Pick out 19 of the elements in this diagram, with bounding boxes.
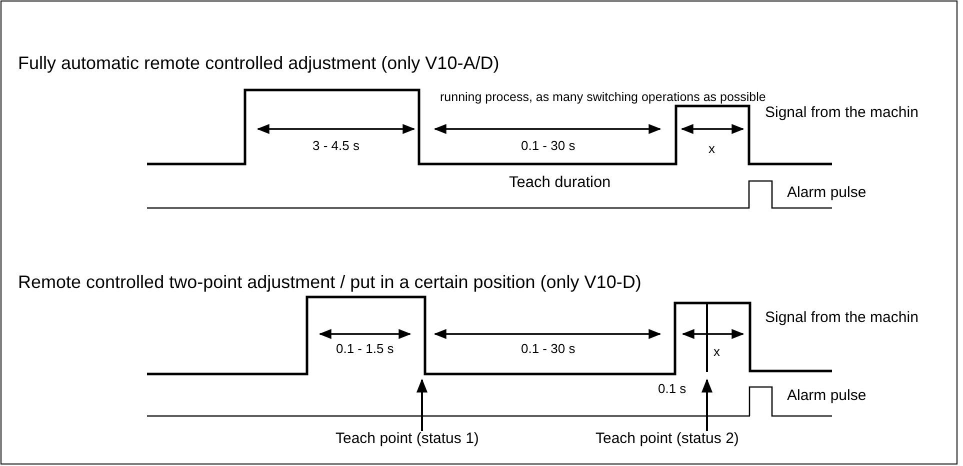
leader-arrow	[416, 378, 428, 431]
annotation-text: running process, as many switching operations as possible	[440, 90, 766, 104]
signal-label: Signal from the machin	[765, 309, 918, 326]
duration-label: 0.1 - 30 s	[521, 139, 576, 154]
section-heading: Fully automatic remote controlled adjustment (only V10-A/D)	[18, 53, 500, 74]
section-heading: Remote controlled two-point adjustment / put in a certain position (only V10-D)	[18, 272, 642, 293]
signal-label: Alarm pulse	[787, 184, 866, 202]
signal-label: Alarm pulse	[787, 387, 866, 404]
duration-label: 0.1 - 1.5 s	[336, 342, 394, 358]
annotation-text: Teach duration	[509, 174, 611, 192]
duration-label: x	[714, 345, 720, 360]
duration-label: 0.1 s	[658, 382, 686, 398]
duration-label: 0.1 - 30 s	[521, 342, 576, 358]
duration-label: 3 - 4.5 s	[312, 139, 360, 154]
teach-point-label: Teach point (status 1)	[336, 430, 479, 448]
leader-arrow	[701, 378, 713, 431]
teach-point-label: Teach point (status 2)	[596, 430, 739, 448]
signal-label: Signal from the machin	[765, 104, 918, 122]
duration-label: x	[708, 142, 715, 158]
